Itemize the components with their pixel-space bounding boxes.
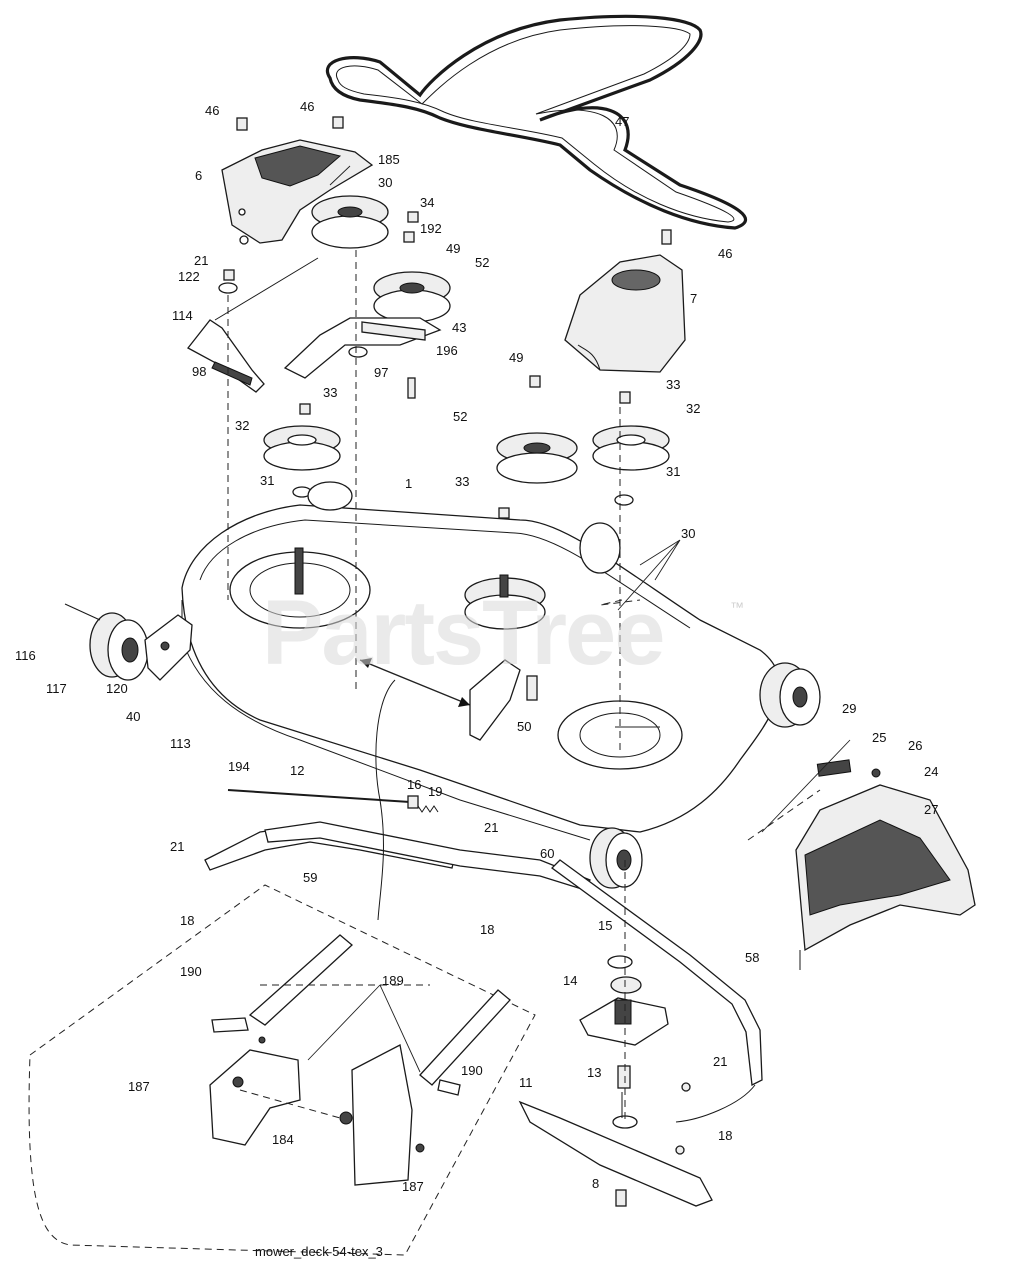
callout-31: 31 xyxy=(260,473,274,488)
callout-49: 49 xyxy=(509,350,523,365)
callout-27: 27 xyxy=(924,802,938,817)
callout-30: 30 xyxy=(378,175,392,190)
watermark: PartsTree xyxy=(262,582,663,684)
callout-192: 192 xyxy=(420,221,442,236)
callout-26: 26 xyxy=(908,738,922,753)
callout-185: 185 xyxy=(378,152,400,167)
lift-rod-12[interactable] xyxy=(227,789,439,813)
callout-60: 60 xyxy=(540,846,554,861)
pulley-32-left[interactable] xyxy=(263,425,341,471)
gauge-wheel-right-rear[interactable] xyxy=(759,662,821,728)
lift-bracket-right[interactable] xyxy=(339,989,511,1186)
callout-49: 49 xyxy=(446,241,460,256)
gauge-wheel-right-front[interactable] xyxy=(589,827,643,889)
callout-113: 113 xyxy=(170,736,191,751)
left-wheel-bracket[interactable] xyxy=(64,603,193,681)
assembly-lines xyxy=(227,250,821,1120)
spindle-bracket-50[interactable] xyxy=(469,659,538,741)
callout-98: 98 xyxy=(192,364,206,379)
callout-18: 18 xyxy=(480,922,494,937)
callout-8: 8 xyxy=(592,1176,599,1191)
callout-31: 31 xyxy=(666,464,680,479)
callout-40: 40 xyxy=(126,709,140,724)
callout-12: 12 xyxy=(290,763,304,778)
callout-196: 196 xyxy=(436,343,458,358)
diagram-caption: mower_deck 54-tex_3 xyxy=(255,1244,383,1259)
callout-46: 46 xyxy=(718,246,732,261)
callout-184: 184 xyxy=(272,1132,294,1147)
lift-bracket-left[interactable] xyxy=(209,934,353,1146)
callout-190: 190 xyxy=(180,964,202,979)
blade-spindle-assembly[interactable] xyxy=(579,955,669,1129)
callout-46: 46 xyxy=(300,99,314,114)
pulley-32-right[interactable] xyxy=(592,425,670,471)
pulley-52-mid[interactable] xyxy=(496,432,578,484)
callout-120: 120 xyxy=(106,681,128,696)
control-cable xyxy=(375,679,396,921)
belt-path-arrow xyxy=(359,658,471,707)
callout-21: 21 xyxy=(194,253,208,268)
callout-187: 187 xyxy=(128,1079,150,1094)
drive-belt[interactable] xyxy=(326,14,748,230)
callout-18: 18 xyxy=(180,913,194,928)
callout-15: 15 xyxy=(598,918,612,933)
callout-14: 14 xyxy=(563,973,577,988)
idler-pulley-52-top[interactable] xyxy=(373,271,451,323)
callout-21: 21 xyxy=(170,839,184,854)
callout-11: 11 xyxy=(519,1075,533,1090)
callout-46: 46 xyxy=(205,103,219,118)
callout-18: 18 xyxy=(718,1128,732,1143)
callout-33: 33 xyxy=(323,385,337,400)
lift-arm-58[interactable] xyxy=(551,859,763,1123)
callout-32: 32 xyxy=(686,401,700,416)
callout-25: 25 xyxy=(872,730,886,745)
callout-194: 194 xyxy=(228,759,250,774)
callout-30: 30 xyxy=(681,526,695,541)
callout-187: 187 xyxy=(402,1179,424,1194)
trademark-symbol: ™ xyxy=(730,599,744,615)
callout-19: 19 xyxy=(428,784,442,799)
callout-13: 13 xyxy=(587,1065,601,1080)
callout-122: 122 xyxy=(178,269,200,284)
callout-117: 117 xyxy=(46,681,67,696)
callout-21: 21 xyxy=(713,1054,727,1069)
callout-29: 29 xyxy=(842,701,856,716)
hardware-nuts xyxy=(218,116,672,519)
callout-1: 1 xyxy=(405,476,412,491)
callout-6: 6 xyxy=(195,168,202,183)
gauge-wheel-left[interactable] xyxy=(89,612,149,681)
discharge-chute[interactable] xyxy=(795,759,976,970)
callout-114: 114 xyxy=(172,308,193,323)
callout-50: 50 xyxy=(517,719,531,734)
callout-33: 33 xyxy=(455,474,469,489)
idler-pulley-30-top[interactable] xyxy=(311,195,389,249)
callout-189: 189 xyxy=(382,973,404,988)
callout-190: 190 xyxy=(461,1063,483,1078)
callout-7: 7 xyxy=(690,291,697,306)
leader-lines xyxy=(307,165,851,1073)
callout-16: 16 xyxy=(407,777,421,792)
callout-43: 43 xyxy=(452,320,466,335)
callout-32: 32 xyxy=(235,418,249,433)
callout-58: 58 xyxy=(745,950,759,965)
callout-34: 34 xyxy=(420,195,434,210)
callout-52: 52 xyxy=(453,409,467,424)
callout-116: 116 xyxy=(15,648,36,663)
callout-21: 21 xyxy=(484,820,498,835)
gauge-wheel-top[interactable] xyxy=(307,481,621,574)
callout-24: 24 xyxy=(924,764,938,779)
callout-33: 33 xyxy=(666,377,680,392)
right-belt-cover[interactable] xyxy=(564,254,686,373)
callout-labels: 46 46 47 185 6 30 34 192 49 52 46 21 122… xyxy=(15,99,938,1194)
mower-blade[interactable] xyxy=(518,1082,713,1207)
callout-97: 97 xyxy=(374,365,388,380)
idler-arm[interactable] xyxy=(283,317,442,379)
callout-47: 47 xyxy=(615,114,629,129)
callout-52: 52 xyxy=(475,255,489,270)
left-belt-cover[interactable] xyxy=(221,139,374,245)
rod-bracket[interactable] xyxy=(187,257,319,393)
callout-59: 59 xyxy=(303,870,317,885)
